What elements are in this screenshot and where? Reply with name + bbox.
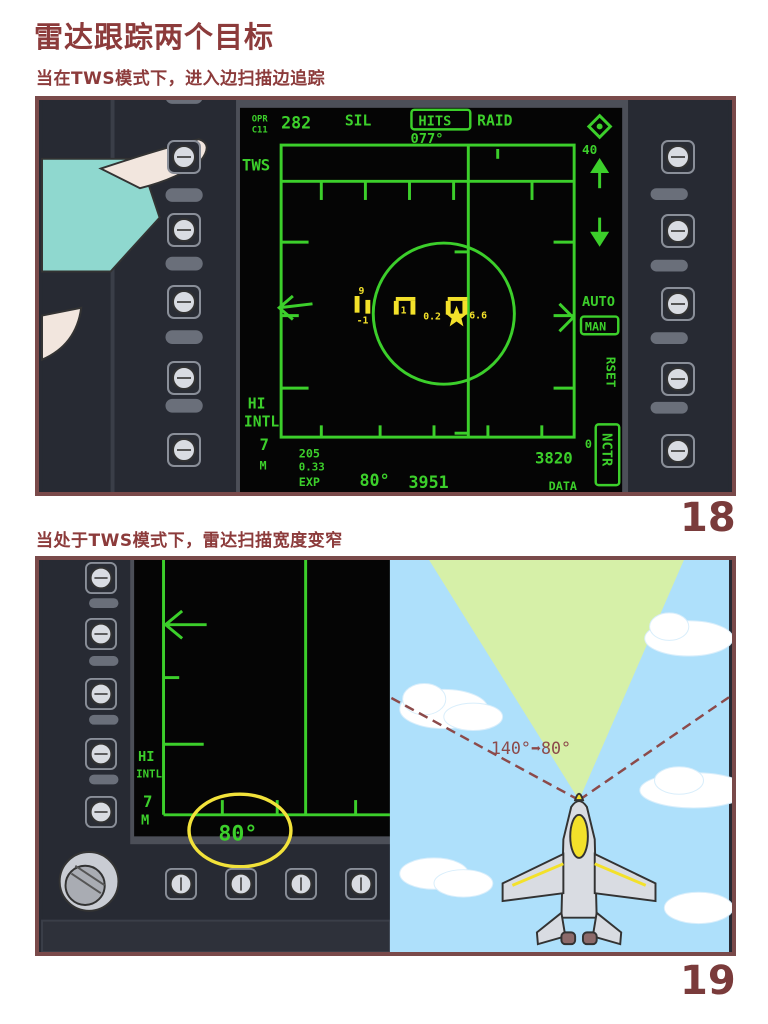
seven-label: 7 (260, 435, 269, 454)
hits-label: HITS (418, 113, 451, 129)
osb-right-1[interactable] (661, 140, 695, 174)
right-osb-separators (650, 188, 688, 414)
target-3-right: 6.6 (469, 311, 487, 322)
c11-label: C11 (252, 125, 268, 135)
radar-grid (276, 143, 576, 439)
range-scale-label: 40 (582, 143, 597, 158)
target-1-top: 9 (359, 286, 365, 297)
seven-label-zoom: 7 (143, 792, 152, 811)
ddi-screen-zoom (134, 560, 390, 837)
page-title: 雷达跟踪两个目标 (34, 20, 275, 54)
osb-left-4[interactable] (167, 361, 201, 395)
tws-mode-label: TWS (242, 156, 270, 175)
panel-19: HI INTL 7 M 80° (35, 556, 736, 956)
range-top-readout: 282 (281, 113, 311, 132)
nctr-label: NCTR (599, 433, 615, 467)
sil-label: SIL (345, 112, 372, 129)
diamond-icon (586, 113, 613, 140)
osb-zoom-left-2[interactable] (85, 618, 117, 650)
man-box (579, 315, 620, 336)
subtitle-panel-19: 当处于TWS模式下，雷达扫描宽度变窄 (36, 531, 343, 551)
panel-18: OPR C11 282 SIL HITS 077° RAID 40 TWS AU… (35, 96, 736, 496)
panel-18-illustration: OPR C11 282 SIL HITS 077° RAID 40 TWS AU… (41, 100, 729, 492)
m-label: M (260, 458, 267, 472)
target-2-mid: 1 (401, 306, 407, 317)
hi-label-zoom: HI (138, 749, 155, 765)
nctr-box (594, 423, 621, 487)
osb-right-5[interactable] (661, 434, 695, 468)
bottom-number-readout: 3951 (409, 473, 449, 492)
target-1-bottom: -1 (357, 315, 369, 326)
pilot-hand (41, 138, 208, 362)
scan-change-label: 140°➡80° (491, 739, 571, 758)
panel-19-illustration: HI INTL 7 M 80° (41, 560, 732, 952)
heading-readout: 077° (410, 131, 443, 147)
intl-label-zoom: INTL (136, 768, 162, 781)
raid-label: RAID (477, 112, 513, 129)
intl-label: INTL (244, 413, 280, 430)
target-1: 9 -1 (354, 286, 371, 326)
ddi-screen (239, 107, 623, 492)
target-3: 0.2 6.6 (423, 296, 487, 327)
hi-label: HI (248, 396, 266, 413)
panel-18-number: 18 (680, 495, 736, 541)
target-3-left: 0.2 (423, 312, 441, 323)
subtitle-panel-18: 当在TWS模式下，进入边扫描边追踪 (36, 69, 326, 89)
osb-zoom-left-3[interactable] (85, 678, 117, 710)
m-label-zoom: M (141, 813, 149, 829)
fighter-jet-icon (501, 792, 657, 946)
osb-right-4[interactable] (661, 362, 695, 396)
elevation-readout: 3820 (535, 449, 573, 468)
osb-left-3[interactable] (167, 285, 201, 319)
auto-label: AUTO (582, 294, 615, 310)
zero-label: 0 (585, 437, 592, 451)
osb-bottom-1[interactable] (165, 868, 197, 900)
man-label: MAN (585, 319, 606, 333)
osb-zoom-left-5[interactable] (85, 796, 117, 828)
alt1-readout: 205 (299, 447, 320, 461)
osb-left-2[interactable] (167, 213, 201, 247)
highlight-circle (187, 792, 293, 869)
scan-width-readout-zoom: 80° (218, 821, 257, 846)
osb-bottom-3[interactable] (285, 868, 317, 900)
wide-scan-lines (389, 696, 730, 802)
osb-bottom-4[interactable] (345, 868, 377, 900)
osb-zoom-left-4[interactable] (85, 738, 117, 770)
rset-label: RSET (602, 357, 617, 388)
osb-bottom-2[interactable] (225, 868, 257, 900)
alt2-readout: 0.33 (299, 460, 325, 473)
scan-width-readout: 80° (360, 471, 390, 490)
range-arrows (590, 158, 610, 247)
exp-label: EXP (299, 475, 320, 489)
radar-beam (429, 560, 684, 801)
radar-grid-zoom (162, 560, 390, 817)
osb-left-1[interactable] (167, 140, 201, 174)
osb-zoom-left-1[interactable] (85, 562, 117, 594)
opr-label: OPR (252, 115, 269, 125)
knob-icon (58, 851, 120, 912)
osb-right-3[interactable] (661, 287, 695, 321)
data-label: DATA (549, 479, 577, 492)
left-osb-column (165, 100, 203, 413)
osb-left-5[interactable] (167, 433, 201, 467)
star-icon (445, 305, 468, 327)
osb-right-2[interactable] (661, 214, 695, 248)
clouds (399, 612, 732, 925)
panel-19-number: 19 (680, 958, 736, 1004)
target-2: 1 (393, 296, 416, 317)
hits-box (410, 108, 472, 131)
